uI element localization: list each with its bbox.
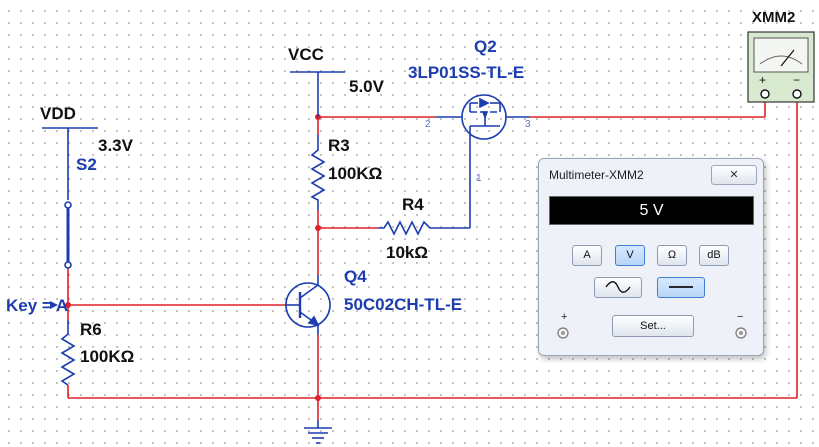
close-button[interactable]: ✕ bbox=[711, 165, 757, 185]
q2-part: 3LP01SS-TL-E bbox=[408, 63, 524, 82]
ac-mode-button[interactable] bbox=[594, 277, 642, 298]
multimeter-title: Multimeter-XMM2 bbox=[549, 168, 644, 182]
q4-label: Q4 bbox=[344, 267, 367, 286]
r4-value: 10kΩ bbox=[386, 243, 428, 262]
r4-label: R4 bbox=[402, 195, 424, 214]
q4-part: 50C02CH-TL-E bbox=[344, 295, 462, 314]
close-icon: ✕ bbox=[729, 169, 739, 181]
r3-label: R3 bbox=[328, 136, 350, 155]
dc-line-icon bbox=[669, 286, 693, 288]
q2-pin-right: 3 bbox=[525, 119, 531, 130]
vcc-value: 5.0V bbox=[349, 77, 385, 96]
r6-value: 100KΩ bbox=[80, 347, 134, 366]
vdd-value: 3.3V bbox=[98, 136, 134, 155]
q2-pin-left: 2 bbox=[425, 119, 431, 130]
dc-mode-button[interactable] bbox=[657, 277, 705, 298]
set-button[interactable]: Set... bbox=[612, 315, 694, 337]
key-arrow-icon bbox=[50, 301, 58, 309]
components bbox=[42, 71, 530, 444]
plus-terminal-label: + bbox=[561, 311, 568, 323]
vcc-label: VCC bbox=[288, 45, 324, 64]
r6-label: R6 bbox=[80, 320, 102, 339]
instrument-plus: + bbox=[759, 73, 766, 87]
instrument-minus: − bbox=[793, 73, 800, 87]
q2-label: Q2 bbox=[474, 37, 497, 56]
minus-terminal-icon[interactable] bbox=[734, 326, 748, 340]
switch-label: S2 bbox=[76, 155, 97, 174]
instrument-label: XMM2 bbox=[752, 9, 795, 26]
volts-button[interactable]: V bbox=[615, 245, 645, 266]
plus-terminal-icon[interactable] bbox=[556, 326, 570, 340]
multimeter-panel[interactable]: Multimeter-XMM2 ✕ 5 V A V Ω dB Set... + … bbox=[538, 158, 764, 356]
multimeter-display: 5 V bbox=[549, 196, 754, 225]
ohms-button[interactable]: Ω bbox=[657, 245, 687, 266]
ac-wave-icon bbox=[605, 281, 631, 293]
r3-value: 100KΩ bbox=[328, 164, 382, 183]
db-button[interactable]: dB bbox=[699, 245, 729, 266]
key-label: Key = A bbox=[6, 296, 68, 315]
vdd-label: VDD bbox=[40, 104, 76, 123]
minus-terminal-label: − bbox=[737, 311, 744, 323]
q2-pin-gate: 1 bbox=[476, 173, 482, 184]
multimeter-xmm2-icon[interactable]: XMM2 + − bbox=[747, 9, 815, 103]
amps-button[interactable]: A bbox=[572, 245, 602, 266]
